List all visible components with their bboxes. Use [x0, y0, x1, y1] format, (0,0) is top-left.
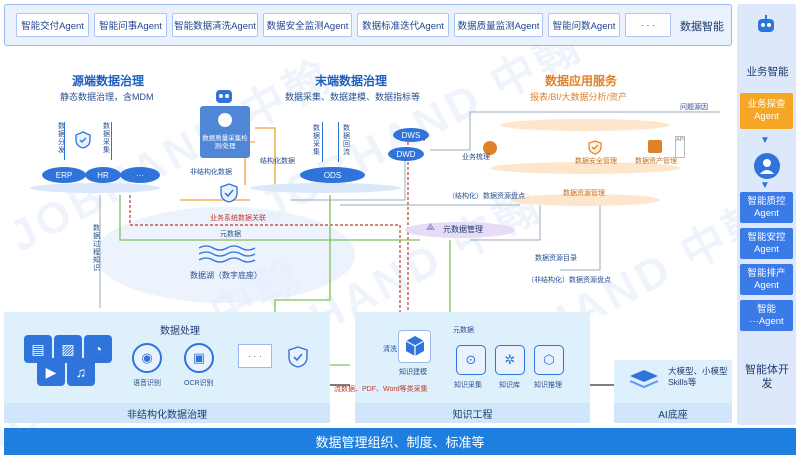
- app-title: 数据应用服务: [545, 74, 618, 88]
- unstructured-label: 非结构化数据: [190, 169, 232, 176]
- kb-label: 知识库: [499, 382, 520, 389]
- end-subtitle: 数据采集、数据建模、数据指标等: [285, 92, 421, 102]
- ods-disk: ODS: [300, 167, 365, 183]
- ai-models-label: 大模型、小模型 Skills等: [668, 366, 728, 387]
- probe-agent[interactable]: 业务探查Agent: [740, 93, 793, 129]
- shield-icon: [75, 131, 91, 149]
- agent-quality[interactable]: 智能质控Agent: [740, 192, 793, 223]
- section-knowledge: 知识工程: [355, 403, 590, 423]
- voice-icon: ◉: [132, 343, 162, 373]
- music-icon: ♫: [67, 358, 95, 386]
- shield-icon: [220, 183, 238, 203]
- arrow-icon: [338, 122, 339, 162]
- unstructured-res-label: （非结构化）数据资源盘点: [527, 277, 611, 284]
- user-icon: [754, 153, 780, 179]
- process-title: 数据处理: [160, 326, 200, 337]
- metadata-label: 元数据: [220, 231, 241, 238]
- reasoning-icon: ⬡: [534, 345, 564, 375]
- agent-dev-title: 智能体开发: [745, 364, 789, 390]
- end-title: 末端数据治理: [315, 74, 388, 88]
- arrow-icon: [111, 122, 115, 160]
- source-subtitle: 静态数据治理，含MDM: [60, 92, 154, 102]
- ocr-icon: ▣: [184, 343, 214, 373]
- data-lake-label: 数据湖（数字底座）: [190, 271, 262, 280]
- asset-icon: [648, 140, 662, 153]
- collect-label: 知识采集: [454, 382, 482, 389]
- more-disk: ···: [120, 167, 160, 183]
- footer-bar: 数据管理组织、制度、标准等: [4, 428, 796, 455]
- problem-source-label: 问题源因: [680, 104, 708, 111]
- end-return-label: 数据回流: [343, 125, 350, 156]
- agent-pill[interactable]: 智能问事Agent: [94, 13, 167, 37]
- erp-disk: ERP: [42, 167, 86, 183]
- agent-pill-more[interactable]: · · ·: [625, 13, 671, 37]
- agent-more[interactable]: 智能···Agent: [740, 300, 793, 331]
- chevron-down-icon: ▼: [760, 180, 770, 191]
- agent-pill[interactable]: 数据标准迭代Agent: [357, 13, 449, 37]
- data-share-label: 数据分发: [58, 123, 65, 154]
- robot-icon: [755, 13, 777, 35]
- dws-disk: DWS: [393, 128, 429, 142]
- data-collect-label: 数据采集: [103, 123, 110, 154]
- section-unstructured: 非结构化数据治理: [4, 403, 330, 423]
- user-icon: [483, 141, 497, 155]
- structured-label: 结构化数据: [260, 158, 295, 165]
- resource-mgmt-label: 数据资源管理: [563, 190, 605, 197]
- metadata-tag: 元数据: [453, 327, 474, 334]
- agent-pill[interactable]: 数据质量监测Agent: [454, 13, 543, 37]
- metadata-icon: ⟁: [426, 222, 435, 233]
- clean-label: 清洗: [383, 346, 397, 353]
- source-base: [30, 183, 160, 193]
- agent-pill[interactable]: 智能问数Agent: [548, 13, 620, 37]
- source-title: 源端数据治理: [72, 74, 145, 88]
- metadata-mgmt-label: 元数据管理: [443, 225, 483, 234]
- network-icon: ✲: [495, 345, 525, 375]
- chevron-down-icon: ▼: [760, 135, 770, 146]
- wave-icon: [197, 243, 257, 265]
- reason-label: 知识推理: [534, 382, 562, 389]
- topbar-title: 数据智能: [680, 21, 724, 33]
- asset-mgmt-label: 数据资产管理: [635, 158, 677, 165]
- lake-process-label: 数据过程知识: [93, 225, 100, 272]
- search-doc-icon: ⊙: [456, 345, 486, 375]
- api-label: API: [675, 136, 685, 158]
- ods-base: [250, 183, 400, 193]
- cube-icon: [403, 334, 427, 358]
- section-ai: AI底座: [614, 403, 732, 423]
- layers-icon: [628, 368, 660, 390]
- robot-icon: [214, 86, 234, 104]
- voice-label: 语音识别: [133, 380, 161, 387]
- business-title: 业务智能: [746, 66, 789, 78]
- agent-pill[interactable]: 智能交付Agent: [16, 13, 89, 37]
- data-res-dir-label: 数据资源目录: [535, 255, 577, 262]
- agent-pill[interactable]: 数据安全监测Agent: [263, 13, 352, 37]
- video-icon: ▶: [37, 358, 65, 386]
- dwd-disk: DWD: [388, 147, 424, 161]
- user-icon: [218, 113, 232, 127]
- shield-icon: [588, 140, 602, 155]
- agent-pill[interactable]: 智能数据清洗Agent: [172, 13, 258, 37]
- security-mgmt-label: 数据安全管理: [575, 158, 617, 165]
- arrow-icon: [64, 122, 68, 160]
- biz-relation-label: 业务系统数据关联: [210, 215, 266, 222]
- quality-label: 数据质量采集检测/处理: [202, 135, 248, 150]
- app-subtitle: 报表/BI/大数据分析/资产: [530, 92, 628, 102]
- shield-icon: [288, 346, 308, 368]
- agent-safety[interactable]: 智能安控Agent: [740, 228, 793, 259]
- structured-res-label: （结构化）数据资源盘点: [448, 193, 525, 200]
- sources-label: 流数据、PDF、Word等类采集: [334, 386, 428, 393]
- hr-disk: HR: [85, 167, 121, 183]
- more-box: · · ·: [238, 344, 272, 368]
- modeling-label: 知识建模: [399, 369, 427, 376]
- agent-schedule[interactable]: 智能排产Agent: [740, 264, 793, 295]
- arrow-icon: [322, 122, 323, 162]
- end-collect-label: 数据采集: [313, 125, 320, 156]
- biz-sort-label: 业务梳理: [462, 154, 490, 161]
- ocr-label: OCR识别: [184, 380, 214, 387]
